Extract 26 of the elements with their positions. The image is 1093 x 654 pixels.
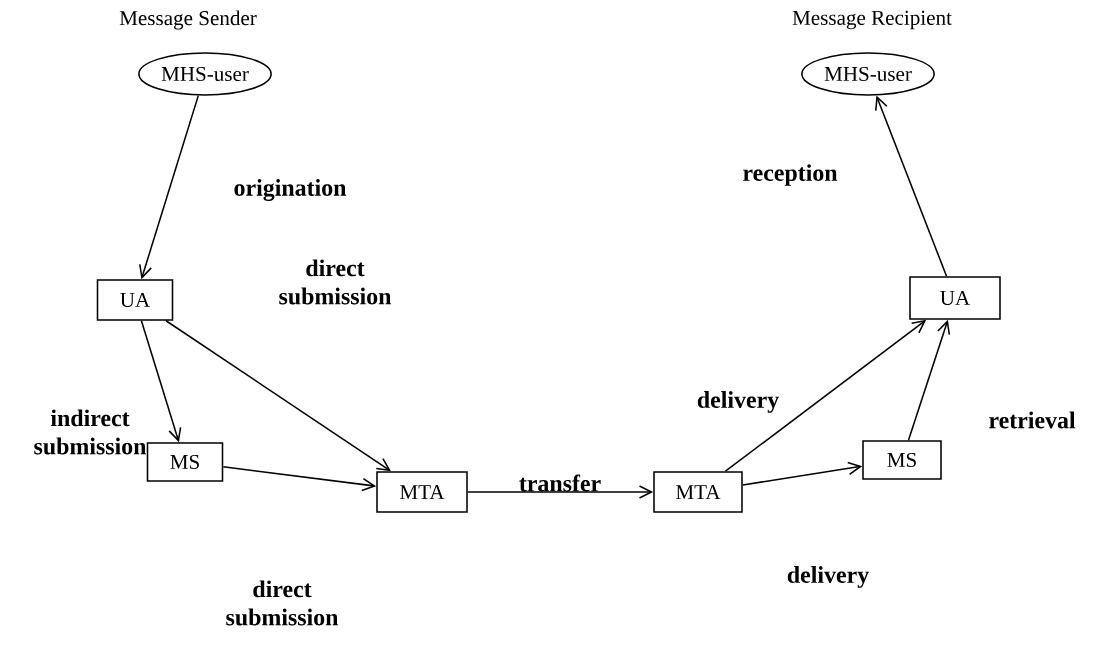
- edge-label: delivery: [697, 391, 779, 413]
- arrow: [165, 320, 391, 472]
- process-box: MTA: [376, 471, 468, 513]
- arrow: [140, 320, 182, 443]
- process-box: MTA: [653, 471, 743, 513]
- edge-label: retrieval: [989, 411, 1076, 429]
- edge-label: reception: [743, 164, 838, 186]
- heading: Message Sender: [119, 10, 257, 30]
- edge-label: direct submission: [279, 259, 392, 305]
- edge-label: direct submission: [226, 580, 339, 626]
- process-box: MS: [862, 440, 942, 480]
- arrow: [222, 466, 377, 492]
- process-box: UA: [909, 276, 1001, 320]
- arrow: [742, 461, 863, 486]
- edge-label: indirect submission: [34, 409, 147, 455]
- arrow: [907, 319, 951, 441]
- arrow: [724, 319, 927, 472]
- heading: Message Recipient: [792, 10, 952, 30]
- process-box: UA: [96, 279, 174, 321]
- process-box: MS: [146, 442, 224, 482]
- edge-label: transfer: [519, 474, 601, 492]
- edge-label: delivery: [787, 566, 869, 588]
- arrow: [139, 94, 200, 280]
- arrow: [467, 485, 654, 499]
- edge-label: origination: [234, 179, 347, 201]
- arrow: [875, 95, 948, 277]
